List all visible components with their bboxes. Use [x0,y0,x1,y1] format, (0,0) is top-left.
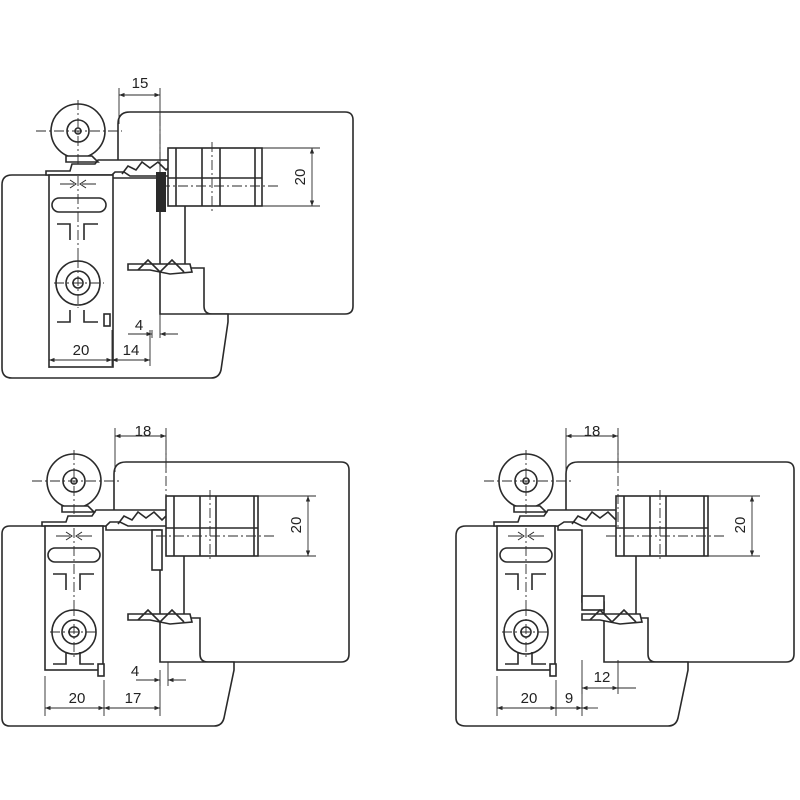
frame-pocket [165,495,259,557]
frame-pocket [167,147,263,207]
adjust-arrows-icon [508,531,544,541]
lower-clip [581,613,644,625]
dim-top-offset: 15 [132,75,149,92]
dim-gap-width: 9 [565,690,573,707]
dim-top-offset: 18 [135,423,152,440]
frame-pocket [615,495,709,557]
dim-height: 20 [732,517,749,534]
adjust-arrows-icon [56,531,92,541]
dim-body-width: 20 [69,690,86,707]
adjust-slot [51,197,107,213]
adjust-arrows-icon [60,179,96,189]
dim-height: 20 [288,517,305,534]
lower-clip [127,263,194,275]
detail-top-left: 15 20 4 20 14 [1,75,354,379]
dim-gap-width: 14 [123,342,140,359]
dim-gap-width: 17 [125,690,142,707]
dim-small-offset: 12 [594,669,611,686]
dim-top-offset: 18 [584,423,601,440]
seal-strip [151,529,163,571]
dim-body-width: 20 [521,690,538,707]
dim-height: 20 [292,169,309,186]
dim-small-offset: 4 [135,317,143,334]
dim-small-offset: 4 [131,663,139,680]
seal-strip [156,172,166,212]
detail-bottom-right: 18 20 12 20 9 [455,423,795,727]
detail-bottom-left: 18 20 4 20 17 [1,423,350,727]
lower-clip [127,613,194,625]
dim-body-width: 20 [73,342,90,359]
